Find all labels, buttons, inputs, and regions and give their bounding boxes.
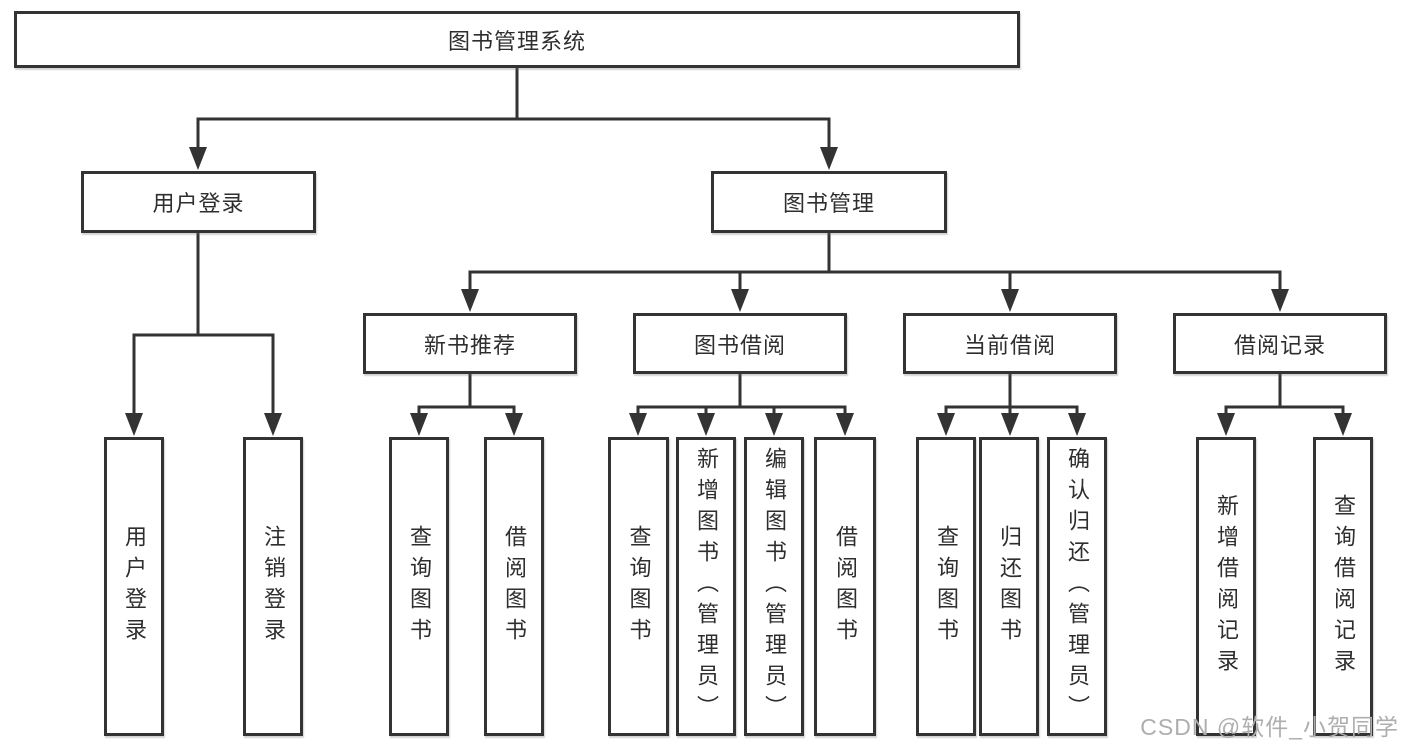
leaf-add-book-admin: 新增图书（管理员） (676, 437, 736, 736)
csdn-watermark: CSDN @软件_小贺同学 (1140, 714, 1399, 740)
leaf-borrow-books-recommend-label: 借阅图书 (502, 524, 527, 649)
leaf-user-login-label: 用户登录 (122, 524, 147, 649)
leaf-query-books-current: 查询图书 (916, 437, 976, 736)
arrow-down-icon (1001, 413, 1019, 436)
connector-lines-group (132, 66, 1345, 416)
arrow-down-icon (1068, 413, 1086, 436)
node-new-book-recommend-label: 新书推荐 (423, 332, 516, 358)
leaf-logout-label: 注销登录 (261, 524, 286, 649)
connector-userlogin-to-leaves (132, 231, 275, 416)
node-current-borrow-label: 当前借阅 (963, 332, 1056, 358)
leaf-confirm-return-admin-label: 确认归还（管理员） (1065, 447, 1090, 726)
arrow-down-icon (629, 413, 647, 436)
node-user-login-label: 用户登录 (152, 191, 245, 216)
arrow-down-icon (1271, 289, 1289, 312)
node-book-management-label: 图书管理 (782, 191, 875, 216)
arrow-down-icon (505, 413, 523, 436)
leaf-query-books-borrow: 查询图书 (608, 437, 669, 736)
arrow-down-icon (410, 413, 428, 436)
leaf-borrow-books-recommend: 借阅图书 (484, 437, 544, 736)
node-book-borrow: 图书借阅 (633, 313, 847, 374)
arrow-down-icon (697, 413, 715, 436)
leaf-return-book: 归还图书 (979, 437, 1039, 736)
arrow-down-icon (820, 147, 838, 170)
leaf-add-borrow-record: 新增借阅记录 (1196, 437, 1256, 736)
leaf-logout: 注销登录 (243, 437, 303, 736)
connector-current-to-leaves (944, 372, 1079, 416)
leaf-query-books-recommend: 查询图书 (389, 437, 449, 736)
node-new-book-recommend: 新书推荐 (363, 313, 577, 374)
leaf-query-books-recommend-label: 查询图书 (407, 524, 432, 649)
node-borrow-records: 借阅记录 (1173, 313, 1387, 374)
connector-bookmgmt-to-level3 (468, 231, 1282, 292)
leaf-add-book-admin-label: 新增图书（管理员） (694, 447, 719, 726)
connector-records-to-leaves (1224, 372, 1345, 416)
node-root-system-label: 图书管理系统 (447, 28, 586, 54)
arrow-down-icon (731, 289, 749, 312)
arrow-down-icon (461, 289, 479, 312)
leaf-user-login: 用户登录 (104, 437, 164, 736)
arrow-down-icon (765, 413, 783, 436)
arrow-down-icon (1334, 413, 1352, 436)
connector-root-to-level2 (196, 66, 831, 150)
leaf-edit-book-admin: 编辑图书（管理员） (744, 437, 804, 736)
arrow-down-icon (1217, 413, 1235, 436)
arrowheads-group (125, 147, 1352, 436)
node-current-borrow: 当前借阅 (903, 313, 1117, 374)
leaf-query-borrow-record: 查询借阅记录 (1313, 437, 1373, 736)
arrow-down-icon (264, 413, 282, 436)
leaf-return-book-label: 归还图书 (997, 524, 1022, 649)
leaf-confirm-return-admin: 确认归还（管理员） (1047, 437, 1107, 736)
leaf-query-books-borrow-label: 查询图书 (626, 524, 652, 649)
arrow-down-icon (1001, 289, 1019, 312)
node-book-management: 图书管理 (711, 171, 947, 233)
leaf-add-borrow-record-label: 新增借阅记录 (1214, 493, 1239, 680)
node-book-borrow-label: 图书借阅 (693, 332, 786, 358)
node-borrow-records-label: 借阅记录 (1233, 332, 1326, 358)
arrow-down-icon (125, 413, 143, 436)
arrow-down-icon (189, 147, 207, 170)
leaf-edit-book-admin-label: 编辑图书（管理员） (762, 447, 787, 726)
node-root-system: 图书管理系统 (14, 11, 1020, 68)
leaf-borrow-books-label: 借阅图书 (833, 524, 858, 649)
arrow-down-icon (937, 413, 955, 436)
connector-recommend-to-leaves (417, 372, 516, 416)
leaf-query-books-current-label: 查询图书 (934, 524, 959, 649)
leaf-query-borrow-record-label: 查询借阅记录 (1331, 493, 1356, 680)
node-user-login: 用户登录 (81, 171, 316, 233)
arrow-down-icon (836, 413, 854, 436)
leaf-borrow-books: 借阅图书 (814, 437, 876, 736)
connector-borrow-to-leaves (636, 372, 847, 416)
